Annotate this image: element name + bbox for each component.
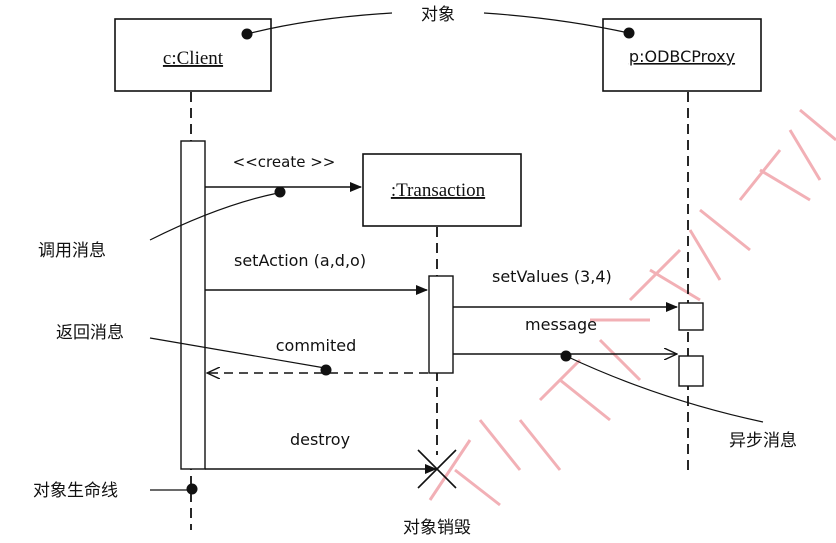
destroy-message-label: destroy <box>290 430 350 449</box>
async-message-annotation: 异步消息 <box>729 431 797 451</box>
lifeline-leader-dot <box>186 483 198 495</box>
object-annotation: 对象 <box>421 5 455 25</box>
transaction-object-box <box>362 153 522 227</box>
lifeline-annotation: 对象生命线 <box>33 481 118 501</box>
transaction-object-label: :Transaction <box>391 180 486 201</box>
destruction-marker <box>417 449 457 489</box>
object-leader-left-dot <box>241 28 253 40</box>
return-message-leader <box>149 337 326 369</box>
async-message-leader <box>565 355 764 423</box>
return-message-annotation: 返回消息 <box>56 323 124 343</box>
call-message-leader-dot <box>274 186 286 198</box>
proxy-object-label: p:ODBCProxy <box>629 47 735 66</box>
create-message-label: <<create >> <box>233 153 336 171</box>
client-activation <box>180 140 206 470</box>
object-leader-right <box>483 12 630 34</box>
return-message-leader-dot <box>320 364 332 376</box>
proxy-activation-1 <box>678 302 704 331</box>
async-message-leader-dot <box>560 350 572 362</box>
return-message-label: commited <box>276 336 356 355</box>
set-values-message-label: setValues (3,4) <box>492 267 612 286</box>
destruction-annotation: 对象销毁 <box>403 518 471 538</box>
client-object-label: c:Client <box>163 48 224 69</box>
async-message-label: message <box>525 315 597 334</box>
transaction-activation <box>428 275 454 374</box>
proxy-activation-2 <box>678 355 704 387</box>
call-message-leader <box>149 192 279 241</box>
watermark <box>428 108 836 507</box>
set-action-message-label: setAction (a,d,o) <box>234 251 366 270</box>
call-message-annotation: 调用消息 <box>38 241 106 261</box>
object-leader-left <box>246 12 393 35</box>
object-leader-right-dot <box>623 27 635 39</box>
